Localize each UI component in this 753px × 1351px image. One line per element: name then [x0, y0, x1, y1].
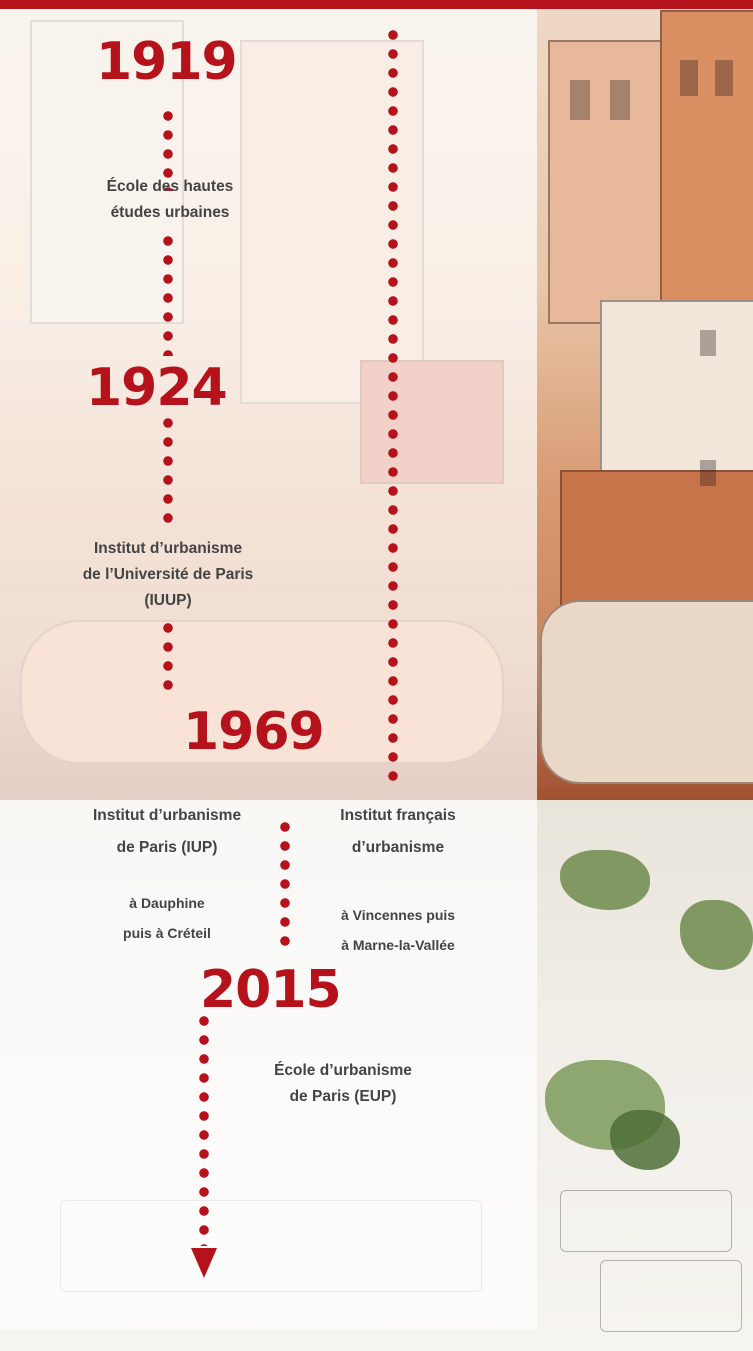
window-sketch — [570, 80, 590, 120]
tree-sketch — [610, 1110, 680, 1170]
plan-line — [600, 1260, 742, 1332]
window-sketch — [680, 60, 698, 96]
dotted-connector — [163, 236, 173, 356]
plan-line — [560, 1190, 732, 1252]
institution-iup-location: à Dauphine puis à Créteil — [72, 888, 262, 948]
institution-name-line: Institut français — [340, 807, 456, 824]
institution-ifu: Institut français d’urbanisme — [298, 800, 498, 864]
tree-sketch — [560, 850, 650, 910]
dotted-connector — [163, 623, 173, 695]
institution-ifu-location: à Vincennes puis à Marne-la-Vallée — [298, 900, 498, 960]
institution-name-line: École d’urbanisme — [274, 1062, 412, 1079]
window-sketch — [715, 60, 733, 96]
institution-name-line: Institut d’urbanisme — [93, 540, 243, 557]
institution-location-line: à Marne-la-Vallée — [341, 937, 455, 953]
dotted-connector — [280, 822, 290, 948]
institution-name-line: de Paris (IUP) — [116, 839, 218, 856]
year-2015: 2015 — [200, 960, 342, 1020]
institution-name-line: études urbaines — [110, 204, 230, 221]
building-sketch — [540, 600, 753, 784]
institution-name-line: de Paris (EUP) — [289, 1088, 397, 1105]
institution-name-line: de l’Université de Paris — [82, 566, 254, 583]
dotted-connector — [163, 111, 173, 191]
institution-name-line: d’urbanisme — [351, 839, 445, 856]
window-sketch — [700, 330, 716, 356]
top-accent-bar — [0, 0, 753, 9]
dotted-connector — [163, 418, 173, 528]
building-sketch — [548, 40, 672, 324]
arrow-down-icon — [191, 1248, 217, 1278]
year-1924: 1924 — [86, 358, 228, 418]
institution-location-line: puis à Créteil — [123, 925, 211, 941]
institution-location-line: à Dauphine — [129, 895, 205, 911]
building-sketch — [600, 300, 753, 494]
window-sketch — [700, 460, 716, 486]
dotted-connector — [388, 30, 398, 790]
window-sketch — [610, 80, 630, 120]
institution-ehu: École des hautes études urbaines — [40, 174, 300, 226]
institution-eup: École d’urbanisme de Paris (EUP) — [238, 1058, 448, 1110]
white-overlay-panel — [0, 0, 537, 1330]
institution-location-line: à Vincennes puis — [340, 907, 456, 923]
institution-iuup: Institut d’urbanisme de l’Université de … — [0, 536, 336, 614]
year-1919: 1919 — [96, 32, 238, 92]
institution-name-line: (IUUP) — [144, 592, 192, 609]
year-1969: 1969 — [183, 702, 325, 762]
dotted-connector — [199, 1016, 209, 1246]
institution-name-line: École des hautes — [106, 178, 234, 195]
tree-sketch — [680, 900, 753, 970]
institution-name-line: Institut d’urbanisme — [92, 807, 242, 824]
institution-iup: Institut d’urbanisme de Paris (IUP) — [52, 800, 282, 864]
